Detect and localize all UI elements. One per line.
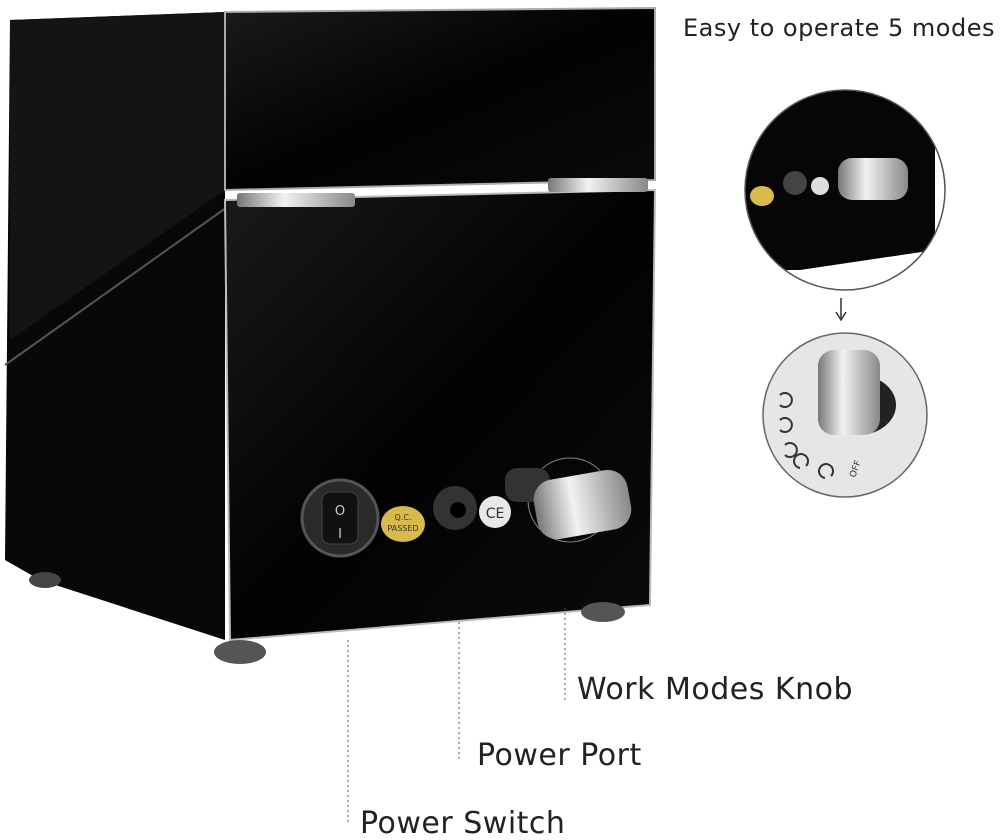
work-modes-knob — [505, 457, 632, 543]
header-title: Easy to operate 5 modes — [683, 14, 995, 42]
winder-box: O I Q.C. PASSED CE — [4, 6, 657, 664]
ce-mark: CE — [479, 496, 511, 528]
svg-text:PASSED: PASSED — [387, 524, 418, 533]
svg-text:CE: CE — [486, 506, 505, 522]
arrow-down-icon — [835, 298, 847, 322]
inset-closeup — [744, 89, 946, 291]
callout-leaders — [347, 608, 566, 822]
inset-mode-dial: OFF — [762, 332, 928, 498]
hinge — [548, 178, 648, 192]
svg-text:O: O — [335, 504, 345, 519]
power-switch: O I — [300, 478, 380, 558]
power-port — [433, 486, 477, 530]
qc-passed-badge: Q.C. PASSED — [381, 506, 425, 542]
mode-rotation-icons — [779, 392, 834, 479]
svg-text:Q.C.: Q.C. — [395, 513, 412, 522]
hinge — [237, 193, 355, 207]
callout-power-port: Power Port — [477, 738, 642, 773]
callout-work-modes-knob: Work Modes Knob — [577, 672, 853, 707]
svg-text:I: I — [338, 527, 342, 542]
callout-power-switch: Power Switch — [360, 806, 566, 840]
